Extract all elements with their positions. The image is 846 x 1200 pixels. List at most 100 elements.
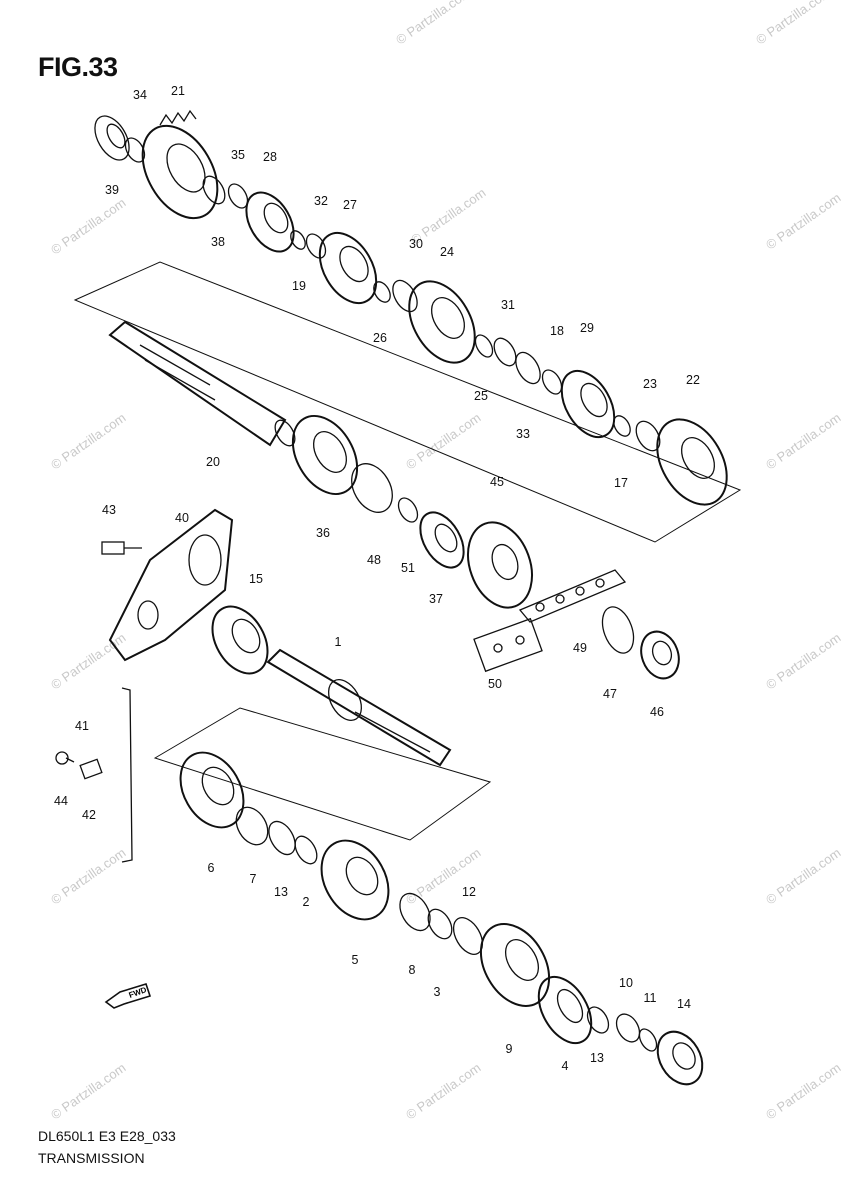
gear-4 [537, 975, 593, 1045]
gear-21 [141, 109, 219, 220]
bushing-25 [474, 334, 494, 358]
washer-12 [452, 917, 484, 955]
watermark: © Partzilla.com [763, 630, 843, 693]
watermark: © Partzilla.com [763, 1060, 843, 1123]
washer-3 [427, 908, 453, 940]
label-46: 46 [650, 705, 664, 719]
label-39: 39 [105, 183, 119, 197]
gear-24 [408, 280, 476, 364]
nut-46 [640, 630, 680, 680]
watermark: © Partzilla.com [48, 1060, 128, 1123]
label-11: 11 [644, 991, 657, 1005]
label-21: 21 [171, 84, 185, 98]
label-17: 17 [614, 476, 628, 490]
circlip-18 [541, 369, 563, 395]
label-29: 29 [580, 321, 594, 335]
label-49: 49 [573, 641, 587, 655]
label-12: 12 [462, 885, 476, 899]
upper-assembly-frame [73, 261, 742, 543]
label-26: 26 [373, 331, 387, 345]
gear-6 [179, 751, 245, 829]
watermark: © Partzilla.com [753, 0, 833, 47]
label-22: 22 [686, 373, 700, 387]
label-38: 38 [211, 235, 225, 249]
label-24: 24 [440, 245, 454, 259]
watermark: © Partzilla.com [763, 190, 843, 253]
label-4: 4 [562, 1059, 569, 1073]
watermark: © Partzilla.com [48, 845, 128, 908]
bearing-14 [656, 1030, 704, 1086]
bearing-15 [211, 605, 269, 675]
label-27: 27 [343, 198, 357, 212]
bearing-36 [291, 415, 359, 495]
label-7: 7 [250, 872, 257, 886]
label-25: 25 [474, 389, 488, 403]
label-15: 15 [249, 572, 263, 586]
watermark: © Partzilla.com [403, 1060, 483, 1123]
washer-19 [290, 230, 306, 250]
watermark: © Partzilla.com [48, 195, 128, 258]
label-6: 6 [208, 861, 215, 875]
label-3: 3 [434, 985, 441, 999]
spacer-48 [351, 463, 393, 513]
forward-arrow-icon: FWD [104, 983, 152, 1009]
clamp-42 [79, 758, 103, 780]
gear-28 [245, 191, 295, 253]
label-14: 14 [677, 997, 691, 1011]
label-44: 44 [54, 794, 68, 808]
label-41: 41 [75, 719, 89, 733]
label-42: 42 [82, 808, 96, 822]
washer-35 [227, 183, 249, 209]
label-19: 19 [292, 279, 306, 293]
gear-29 [560, 369, 616, 439]
label-34: 34 [133, 88, 147, 102]
watermark: © Partzilla.com [763, 845, 843, 908]
label-20: 20 [206, 455, 220, 469]
bushing-7 [235, 806, 269, 846]
label-36: 36 [316, 526, 330, 540]
label-32: 32 [314, 194, 328, 208]
spacer [202, 175, 226, 205]
label-48: 48 [367, 553, 381, 567]
washer-13 [268, 820, 296, 856]
label-45: 45 [490, 475, 504, 489]
washer-47 [601, 606, 635, 654]
label-13a: 13 [274, 885, 288, 899]
wire-41 [121, 687, 133, 863]
gear-9 [479, 923, 551, 1007]
circlip-2 [294, 835, 318, 865]
oil-seal-37 [419, 511, 465, 569]
gear-27 [318, 231, 378, 305]
watermark: © Partzilla.com [763, 410, 843, 473]
label-43: 43 [102, 503, 116, 517]
label-8: 8 [409, 963, 416, 977]
label-13b: 13 [590, 1051, 604, 1065]
bushing-26 [373, 281, 391, 303]
label-5: 5 [352, 953, 359, 967]
label-18: 18 [550, 324, 564, 338]
washer-32 [305, 233, 327, 259]
watermark-layer: © Partzilla.com © Partzilla.com © Partzi… [48, 0, 843, 1122]
washer-23 [635, 420, 661, 452]
label-31: 31 [501, 298, 515, 312]
gear-22 [656, 418, 728, 506]
circlip-11 [638, 1028, 658, 1052]
gear-5 [320, 839, 390, 921]
diagram-subtitle: TRANSMISSION [38, 1150, 145, 1166]
diagram-code: DL650L1 E3 E28_033 [38, 1128, 176, 1144]
label-28: 28 [263, 150, 277, 164]
drive-chain-49 [518, 569, 627, 623]
label-33: 33 [516, 427, 530, 441]
bolt-43 [101, 541, 142, 555]
washer-30 [392, 279, 418, 313]
label-30: 30 [409, 237, 423, 251]
watermark: © Partzilla.com [403, 410, 483, 473]
o-ring-51 [397, 497, 419, 523]
washer-13-lower [586, 1006, 610, 1034]
label-35: 35 [231, 148, 245, 162]
label-40: 40 [175, 511, 189, 525]
label-23: 23 [643, 377, 657, 391]
bearing-39 [94, 115, 130, 161]
bushing-17 [613, 415, 631, 437]
label-2: 2 [303, 895, 310, 909]
